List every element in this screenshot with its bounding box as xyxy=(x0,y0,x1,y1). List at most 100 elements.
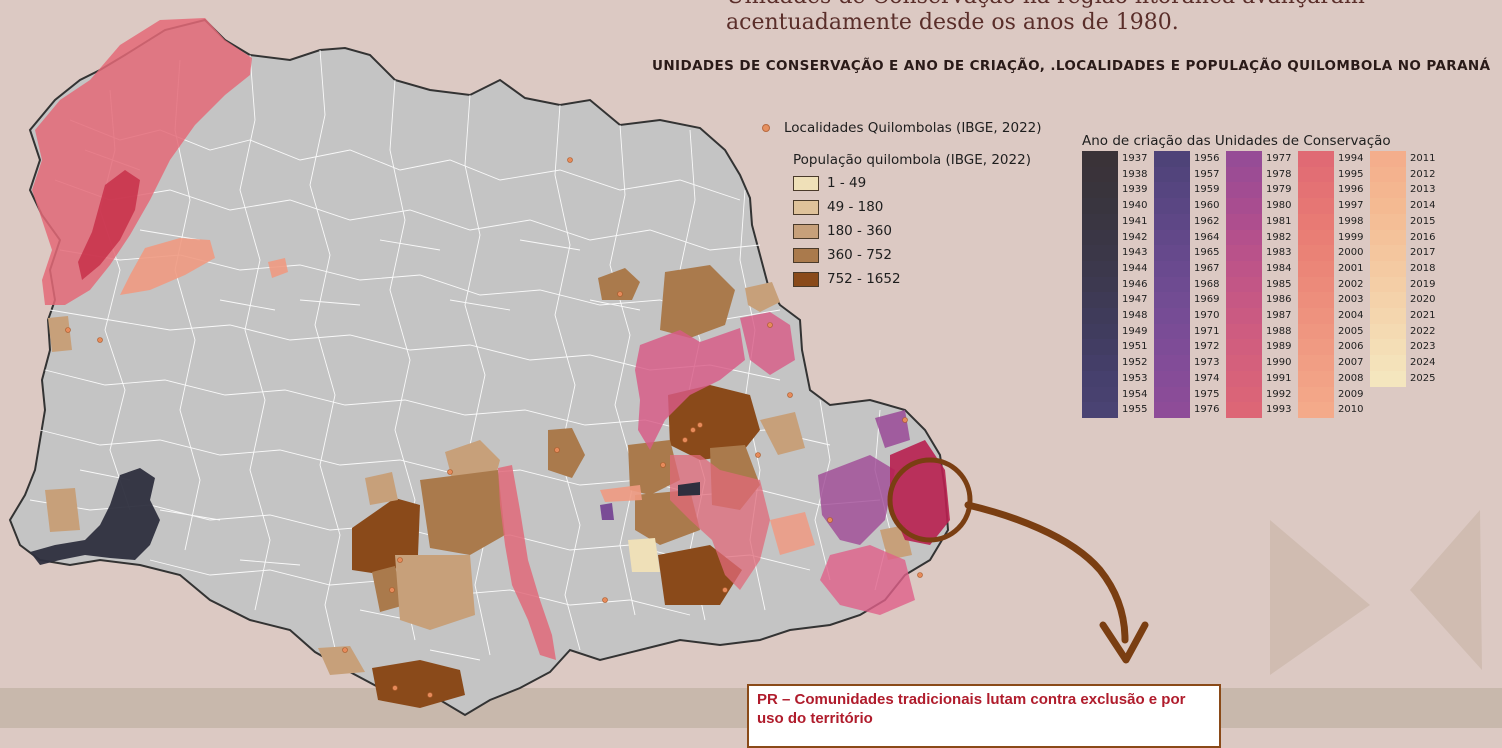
legend-population-class: 360 - 752 xyxy=(793,246,1080,264)
legend-uc-year-item: 1972 xyxy=(1154,339,1254,356)
legend-uc-year-item: 1977 xyxy=(1226,151,1326,167)
legend-uc-year-item: 1948 xyxy=(1082,308,1182,324)
legend-uc-year-item: 1976 xyxy=(1154,402,1254,419)
legend-uc-swatch-icon xyxy=(1154,386,1190,403)
legend-uc-year-item: 1962 xyxy=(1154,213,1254,230)
news-headline[interactable]: PR – Comunidades tradicionais lutam cont… xyxy=(757,691,1186,727)
legend-uc-year: 1997 xyxy=(1338,200,1364,212)
legend-swatch-icon xyxy=(793,271,819,287)
legend-uc-year-item: 1949 xyxy=(1082,323,1182,340)
legend-uc-year: 2008 xyxy=(1338,372,1364,384)
legend-uc-year-item: 1968 xyxy=(1154,276,1254,293)
legend-uc-year: 1969 xyxy=(1194,294,1220,306)
legend-population-label: 180 - 360 xyxy=(827,223,892,239)
legend-uc-year-item: 2013 xyxy=(1370,182,1470,199)
legend-uc-swatch-icon xyxy=(1154,308,1190,324)
legend-uc-year: 2004 xyxy=(1338,310,1364,321)
legend-uc-swatch-icon xyxy=(1226,339,1262,356)
legend-uc-year-item: 2014 xyxy=(1370,198,1470,215)
legend-uc-swatch-icon xyxy=(1082,276,1118,293)
legend-uc-swatch-icon xyxy=(1298,308,1334,324)
legend-uc-year: 1943 xyxy=(1122,247,1148,259)
legend-uc-year-item: 1988 xyxy=(1226,323,1326,340)
legend-uc-swatch-icon xyxy=(1082,245,1118,262)
legend-uc-swatch-icon xyxy=(1370,229,1406,246)
legend-uc-swatch-icon xyxy=(1370,292,1406,309)
legend-uc-swatch-icon xyxy=(1370,182,1406,199)
legend-uc-swatch-icon xyxy=(1298,355,1334,372)
legend-uc-swatch-icon xyxy=(1370,308,1406,324)
legend-uc-year: 1983 xyxy=(1266,247,1292,259)
legend-uc-year: 2009 xyxy=(1338,388,1364,400)
legend-uc-year-item: 2015 xyxy=(1370,213,1470,230)
legend-uc-year-item: 1997 xyxy=(1298,198,1398,215)
legend-uc-year: 1968 xyxy=(1194,278,1220,290)
legend-uc-year: 2010 xyxy=(1338,404,1364,416)
legend-uc-swatch-icon xyxy=(1082,166,1118,183)
legend-population-label: 360 - 752 xyxy=(827,247,892,263)
legend-uc-year: 1962 xyxy=(1194,215,1220,227)
legend-uc-swatch-icon xyxy=(1154,339,1190,356)
locality-dot-icon xyxy=(762,124,770,132)
quilombola-localities xyxy=(65,157,923,698)
legend-uc-year-item: 1980 xyxy=(1226,198,1326,215)
legend-uc-year-item: 1983 xyxy=(1226,245,1326,262)
legend-uc-year-item: 1947 xyxy=(1082,292,1182,309)
legend-uc-year: 2019 xyxy=(1410,278,1436,290)
legend-uc-year-item: 1954 xyxy=(1082,386,1182,403)
legend-uc-year-item: 1965 xyxy=(1154,245,1254,262)
uc-northwest-strip xyxy=(32,18,252,305)
legend-uc-swatch-icon xyxy=(1370,245,1406,262)
legend-uc-year: 1981 xyxy=(1266,215,1292,227)
legend-uc-year: 1955 xyxy=(1122,404,1148,416)
decorative-shape xyxy=(1270,510,1482,675)
legend-uc-swatch-icon xyxy=(1298,339,1334,356)
legend-uc-year: 1999 xyxy=(1338,231,1364,243)
legend-uc-year-item: 2023 xyxy=(1370,339,1470,356)
legend-uc-swatch-icon xyxy=(1226,292,1262,309)
legend-uc-swatch-icon xyxy=(1370,198,1406,215)
legend-uc-year: 1984 xyxy=(1266,262,1292,274)
legend-uc-year-item: 1975 xyxy=(1154,386,1254,403)
legend-uc-swatch-icon xyxy=(1154,245,1190,262)
uc-iguacu xyxy=(30,468,160,565)
legend-population-class: 49 - 180 xyxy=(793,198,1080,216)
legend-uc-swatch-icon xyxy=(1370,355,1406,372)
legend-uc-year-item: 1942 xyxy=(1082,229,1182,246)
legend-uc-year: 1978 xyxy=(1266,168,1292,180)
legend-swatch-icon xyxy=(793,199,819,215)
legend-uc-swatch-icon xyxy=(1298,323,1334,340)
legend-uc-year: 2020 xyxy=(1410,294,1436,306)
legend-uc-swatch-icon xyxy=(1082,308,1118,324)
legend-uc-swatch-icon xyxy=(1154,166,1190,183)
legend-uc-swatch-icon xyxy=(1226,245,1262,262)
legend-uc-year-item: 1957 xyxy=(1154,166,1254,183)
news-headline-box[interactable]: PR – Comunidades tradicionais lutam cont… xyxy=(747,684,1221,748)
legend-uc-swatch-icon xyxy=(1154,213,1190,230)
legend-uc-year-item: 1993 xyxy=(1226,402,1326,419)
legend-uc-year-item: 2010 xyxy=(1298,402,1398,419)
legend-uc-year-item: 2005 xyxy=(1298,323,1398,340)
legend-uc-year: 2006 xyxy=(1338,341,1364,353)
legend-uc-year-item: 1984 xyxy=(1226,260,1326,277)
legend-uc-year-item: 1944 xyxy=(1082,260,1182,277)
legend-uc-swatch-icon xyxy=(1226,229,1262,246)
legend-uc-year-item: 1970 xyxy=(1154,308,1254,324)
legend-uc-year: 1949 xyxy=(1122,325,1148,337)
legend-uc-year: 1970 xyxy=(1194,310,1220,321)
legend-uc-swatch-icon xyxy=(1298,402,1334,419)
legend-uc-year: 1946 xyxy=(1122,278,1148,290)
uc-northwest-branch xyxy=(120,238,215,295)
legend-uc-title: Ano de criação das Unidades de Conservaç… xyxy=(1082,133,1391,149)
legend-uc-year-item: 1985 xyxy=(1226,276,1326,293)
legend-uc-year: 1964 xyxy=(1194,231,1220,243)
legend-localities-label: Localidades Quilombolas (IBGE, 2022) xyxy=(784,120,1042,136)
legend-uc-year: 1998 xyxy=(1338,215,1364,227)
legend-uc-swatch-icon xyxy=(1082,213,1118,230)
legend-uc-year-item: 1994 xyxy=(1298,151,1398,167)
legend-uc-swatch-icon xyxy=(1298,182,1334,199)
legend-uc-year-item: 1939 xyxy=(1082,182,1182,199)
legend-uc-swatch-icon xyxy=(1370,339,1406,356)
legend-uc-year: 1974 xyxy=(1194,372,1220,384)
legend-uc-year: 1993 xyxy=(1266,404,1292,416)
